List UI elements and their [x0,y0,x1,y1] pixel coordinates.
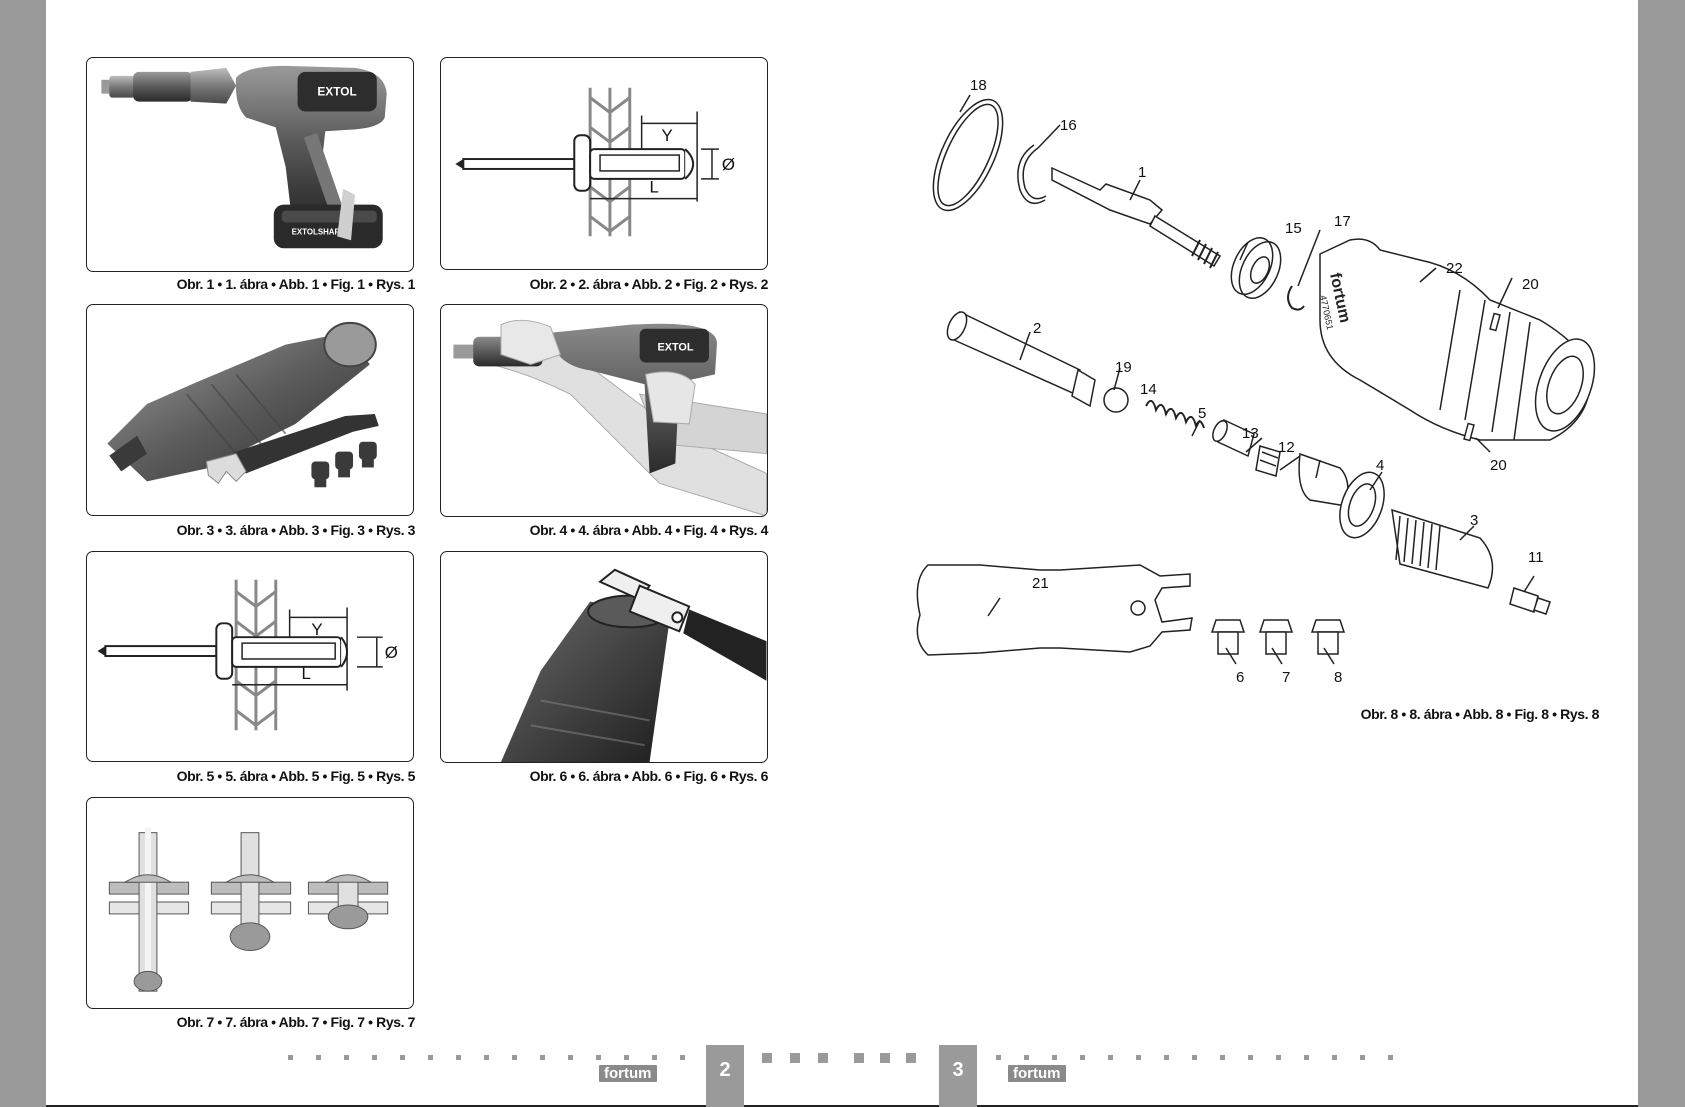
figure-3-caption: Obr. 3 • 3. ábra • Abb. 3 • Fig. 3 • Rys… [176,522,416,538]
dimension-diameter-label: Ø [722,155,735,174]
part-label-12: 12 [1278,439,1295,456]
battery-brand-label: EXTOLSHARE [292,227,346,236]
figure-6-caption: Obr. 6 • 6. ábra • Abb. 6 • Fig. 6 • Rys… [529,768,769,784]
figure-2-caption: Obr. 2 • 2. ábra • Abb. 2 • Fig. 2 • Rys… [529,276,769,292]
footer-brand-logo-left: fortum [599,1065,657,1082]
part-label-17: 17 [1334,213,1351,230]
rivet-stages-diagram [108,827,389,992]
hands-drill-illustration: EXTOL [453,319,767,516]
dimension-diameter-label: Ø [385,643,398,662]
dimension-l-label: L [302,664,311,683]
right-page-number: 3 [939,1045,977,1107]
wrench-adapter-illustration [500,568,767,762]
part-label-18: 18 [970,77,987,94]
figure-1-drill-photo: EXTOL EXTOLSHARE [86,57,414,272]
part-label-20-top: 20 [1522,276,1539,293]
figure-8-caption: Obr. 8 • 8. ábra • Abb. 8 • Fig. 8 • Rys… [1360,706,1600,722]
part-label-15: 15 [1285,220,1302,237]
part-label-3: 3 [1470,512,1478,529]
figure-1-caption: Obr. 1 • 1. ábra • Abb. 1 • Fig. 1 • Rys… [176,276,416,292]
left-page-edge [0,0,46,1107]
figure-4-holding-drill-photo: EXTOL [440,304,768,517]
part-label-14: 14 [1140,381,1157,398]
bottom-rule [46,1105,1638,1107]
rivet-diagram: Y L Ø [97,579,398,731]
part-label-11: 11 [1528,549,1544,566]
footer-dots-left [288,1053,688,1063]
figure-3-adapter-kit-photo [86,304,414,516]
drill-illustration: EXTOL EXTOLSHARE [101,65,387,249]
rivet-diagram: Y L Ø [455,87,735,237]
exploded-parts-drawing: fortum 4770651 18 16 1 15 17 22 20 2 19 … [916,77,1596,686]
part-label-1: 1 [1138,164,1146,181]
part-label-7: 7 [1282,669,1290,686]
left-page-number: 2 [706,1045,744,1107]
drill-brand-label: EXTOL [657,342,693,354]
figure-8-exploded-diagram: fortum 4770651 18 16 1 15 17 22 20 2 19 … [900,60,1612,700]
part-label-16: 16 [1060,117,1077,134]
figure-6-wrench-photo [440,551,768,763]
part-label-2: 2 [1033,320,1041,337]
adapter-kit-illustration [107,321,379,488]
part-label-8: 8 [1334,669,1342,686]
right-page-edge [1638,0,1685,1107]
part-label-6: 6 [1236,669,1244,686]
part-label-13: 13 [1242,425,1259,442]
rivet-stage-1 [108,827,190,992]
drill-brand-label: EXTOL [317,85,356,99]
rivet-stage-3 [307,874,389,930]
dimension-y-label: Y [661,126,672,145]
part-label-22: 22 [1446,260,1463,277]
figure-7-caption: Obr. 7 • 7. ábra • Abb. 7 • Fig. 7 • Rys… [176,1014,416,1030]
part-label-20-bottom: 20 [1490,457,1507,474]
figure-5-caption: Obr. 5 • 5. ábra • Abb. 5 • Fig. 5 • Rys… [176,768,416,784]
part-label-5: 5 [1198,405,1206,422]
footer-dots-right [996,1053,1396,1063]
figure-5-rivet-dimensions: Y L Ø [86,551,414,762]
part-label-19: 19 [1115,359,1132,376]
footer-squares-middle [762,1053,922,1063]
figure-4-caption: Obr. 4 • 4. ábra • Abb. 4 • Fig. 4 • Rys… [529,522,769,538]
dimension-l-label: L [650,178,659,197]
footer-brand-logo-right: fortum [1008,1065,1066,1082]
rivet-stage-2 [210,832,292,952]
figure-2-rivet-dimensions: Y L Ø [440,57,768,270]
dimension-y-label: Y [311,620,322,639]
part-label-4: 4 [1376,457,1384,474]
part-label-21: 21 [1032,575,1049,592]
figure-7-rivet-stages [86,797,414,1009]
